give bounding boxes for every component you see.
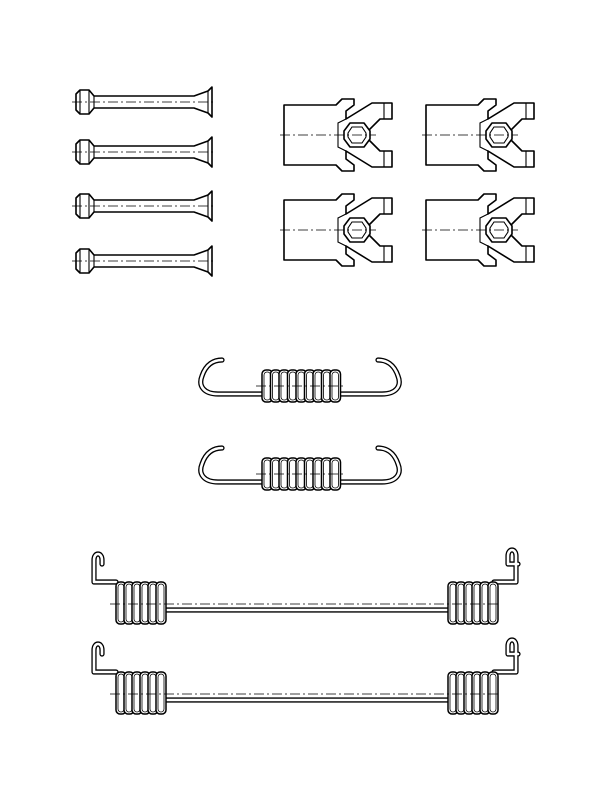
short-return-spring — [198, 445, 402, 491]
spring-clips — [279, 98, 535, 267]
coil-pack — [115, 671, 167, 715]
long-return-springs — [91, 547, 521, 715]
spring-clip — [421, 193, 535, 267]
long-return-spring — [91, 547, 521, 625]
coil-pack — [447, 581, 499, 625]
spring-coil — [487, 581, 499, 625]
hold-down-pin — [71, 245, 217, 277]
hold-down-pin — [71, 136, 217, 168]
long-return-spring — [91, 637, 521, 715]
spring-coil — [155, 671, 167, 715]
short-return-springs — [198, 357, 402, 491]
hold-down-pin — [71, 190, 217, 222]
hold-down-pins — [71, 86, 217, 277]
spring-coil — [155, 581, 167, 625]
coil-pack — [447, 671, 499, 715]
spring-clip — [279, 193, 393, 267]
short-return-spring — [198, 357, 402, 403]
spring-clip — [279, 98, 393, 172]
spring-clip — [421, 98, 535, 172]
spring-coil — [487, 671, 499, 715]
hold-down-pin — [71, 86, 217, 118]
coil-pack — [115, 581, 167, 625]
